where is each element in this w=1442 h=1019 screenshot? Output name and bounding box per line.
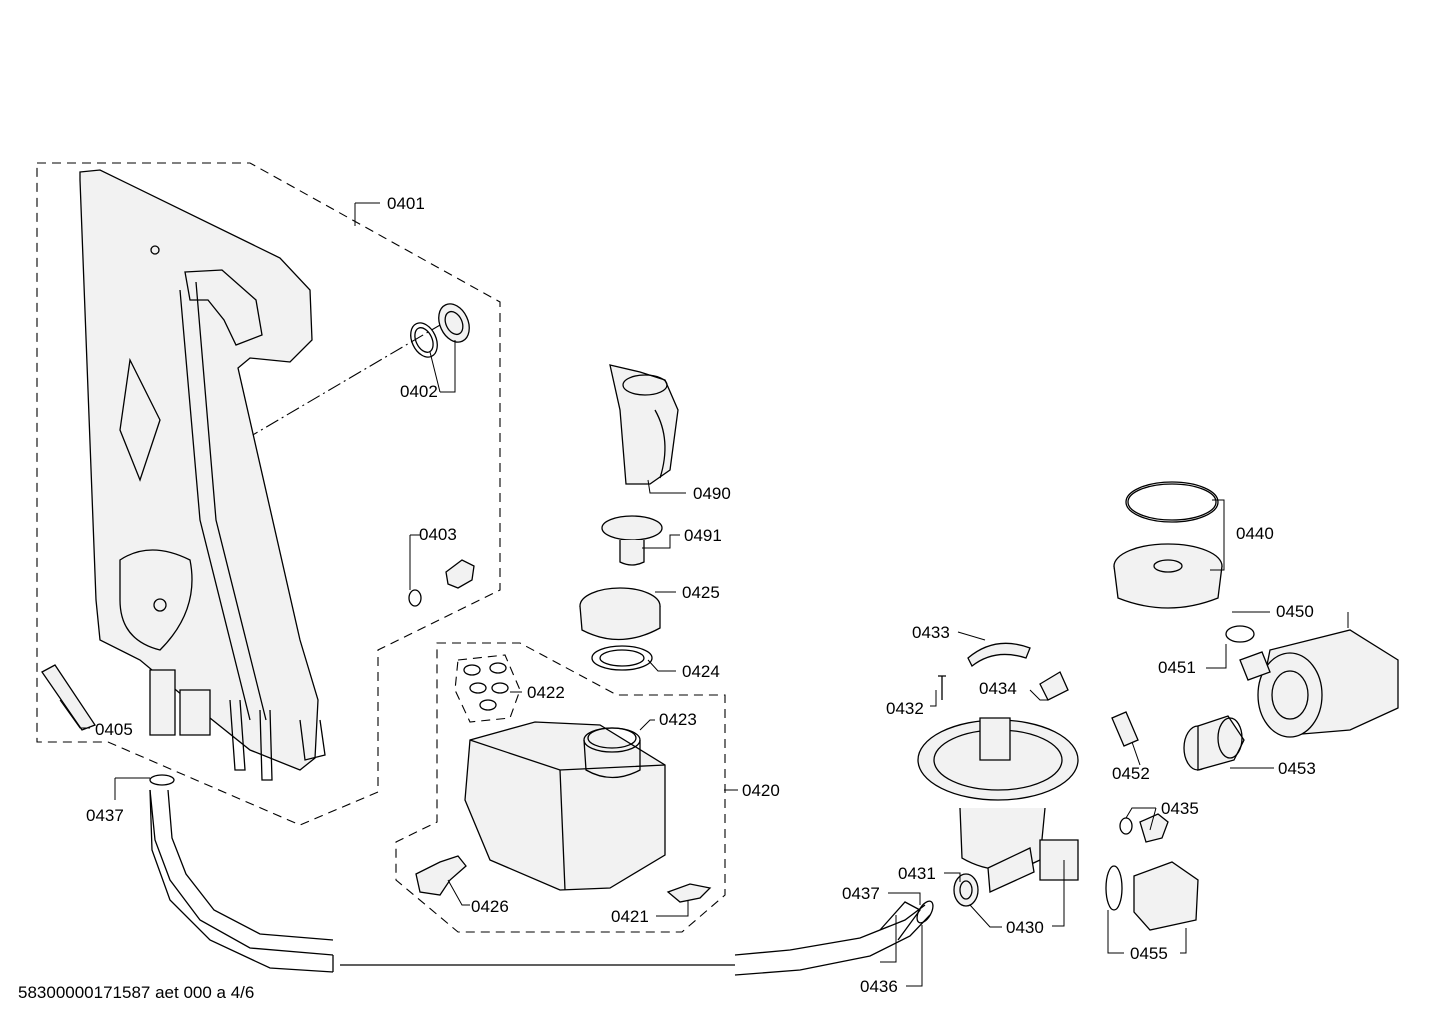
label-0436: 0436 (860, 977, 898, 996)
leader-lines (59, 202, 1349, 987)
label-0420: 0420 (742, 781, 780, 800)
part-0422-seal-kit (454, 654, 521, 723)
label-0440: 0440 (1236, 524, 1274, 543)
label-0431: 0431 (898, 864, 936, 883)
label-0452: 0452 (1112, 764, 1150, 783)
label-0401: 0401 (387, 194, 425, 213)
part-0402-seal-valve (410, 303, 470, 358)
label-0451: 0451 (1158, 658, 1196, 677)
part-0426-valve (415, 855, 467, 896)
part-0403-fitting (408, 559, 475, 607)
part-0435-valve (1119, 813, 1169, 843)
label-0402: 0402 (400, 382, 438, 401)
label-0437-left: 0437 (86, 806, 124, 825)
label-0491: 0491 (684, 526, 722, 545)
part-0421-clip (666, 883, 712, 903)
part-0430-sump (917, 717, 1079, 893)
part-0452-clip (1111, 711, 1139, 747)
group-outline-0401 (36, 162, 501, 826)
part-0451-clamp (1225, 625, 1255, 643)
label-0434: 0434 (979, 679, 1017, 698)
group-outline-0420 (395, 642, 726, 933)
part-0432-screw (938, 675, 946, 700)
part-0401-panel (79, 169, 326, 781)
part-0491-cap (601, 515, 663, 566)
label-0450: 0450 (1276, 602, 1314, 621)
label-0422: 0422 (527, 683, 565, 702)
label-0433: 0433 (912, 623, 950, 642)
part-0424-ring (591, 645, 653, 671)
part-0437-hose-left (149, 774, 334, 973)
part-0434-flap (1039, 671, 1069, 701)
part-0453-pipe-connector (1183, 715, 1245, 771)
label-0430: 0430 (1006, 918, 1044, 937)
label-0425: 0425 (682, 583, 720, 602)
label-0490: 0490 (693, 484, 731, 503)
part-0420-softener (464, 721, 666, 891)
part-0455-heater-pump (1105, 861, 1199, 931)
label-0426: 0426 (471, 897, 509, 916)
part-0436-hose-right (340, 900, 934, 976)
part-0490-funnel (609, 364, 679, 485)
part-0431-nozzle (953, 873, 979, 907)
label-0435: 0435 (1161, 799, 1199, 818)
label-0455: 0455 (1130, 944, 1168, 963)
part-0440-housing (1113, 543, 1223, 609)
drawing-id-text: 58300000171587 aet 000 a 4/6 (18, 983, 254, 1002)
label-0424: 0424 (682, 662, 720, 681)
label-0403: 0403 (419, 525, 457, 544)
label-0437-right: 0437 (842, 884, 880, 903)
label-0405: 0405 (95, 720, 133, 739)
part-0405-clip (41, 664, 96, 731)
part-0450-pump-motor (1239, 629, 1399, 738)
label-0432: 0432 (886, 699, 924, 718)
part-0440-gasket-ring (1125, 481, 1219, 523)
part-0433-bracket (967, 642, 1031, 668)
label-0423: 0423 (659, 710, 697, 729)
label-0421: 0421 (611, 907, 649, 926)
part-0425-cover (579, 587, 661, 641)
label-0453: 0453 (1278, 759, 1316, 778)
